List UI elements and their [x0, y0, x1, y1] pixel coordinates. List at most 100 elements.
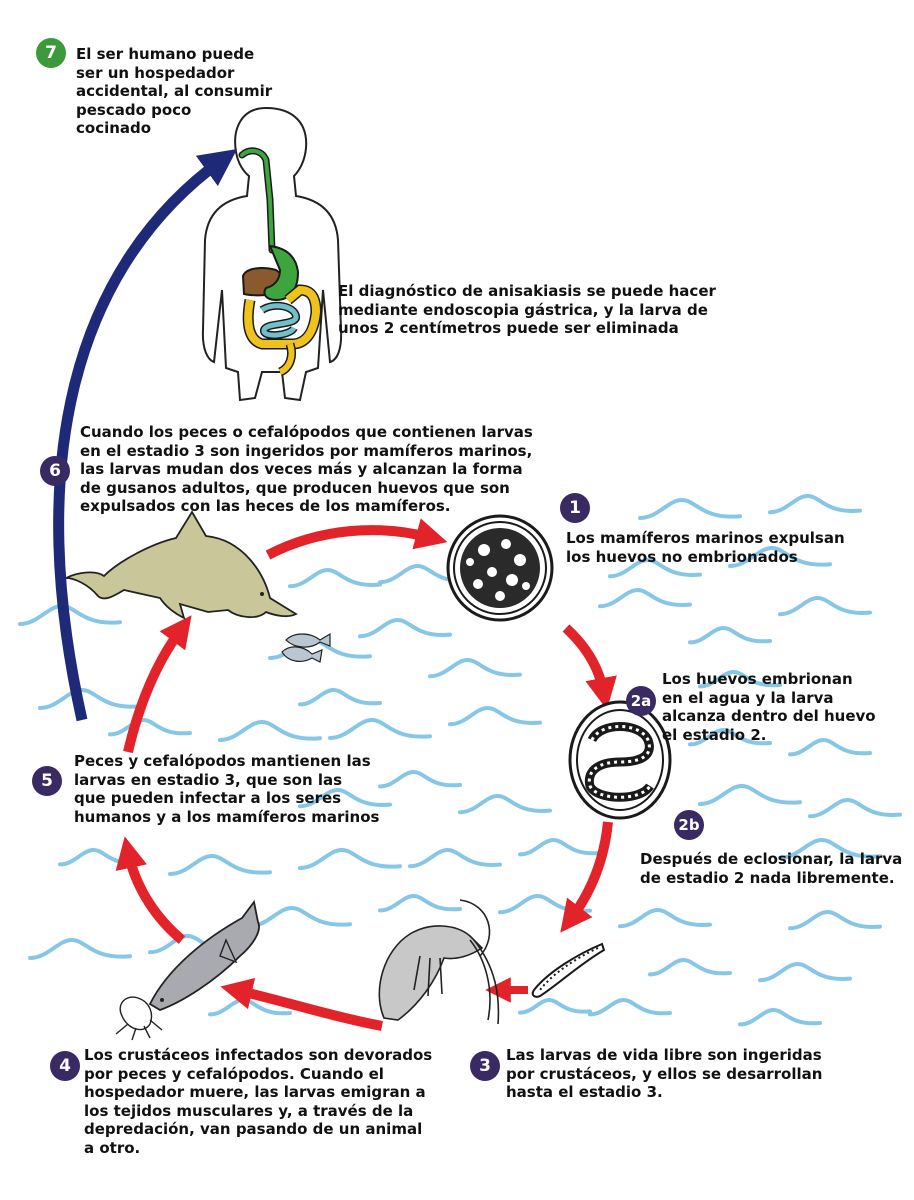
step-1-line: Los mamíferos marinos expulsan: [566, 529, 845, 547]
step-2b-line: de estadio 2 nada libremente.: [640, 868, 895, 887]
step-4-line: los tejidos musculares y, a través de la: [84, 1101, 414, 1120]
water-wave: [728, 545, 832, 568]
arrow-6-to-1: [265, 518, 448, 560]
arrow-1-to-2a: [562, 624, 617, 710]
water-wave: [168, 853, 272, 876]
water-wave: [768, 493, 862, 515]
water-wave: [428, 657, 522, 679]
water-waves: [18, 493, 902, 1027]
step-7-line: cocinado: [76, 119, 152, 137]
step-4-badge: 4: [50, 1051, 80, 1081]
water-wave: [358, 617, 452, 639]
step-7-line: accidental, al consumir: [76, 82, 273, 100]
water-wave: [788, 737, 872, 757]
step-2a-line: Los huevos embrionan: [662, 670, 853, 688]
water-wave: [288, 567, 382, 589]
water-wave: [298, 847, 402, 870]
water-wave: [108, 717, 192, 737]
step-2b-badge: 2b: [674, 810, 704, 840]
small-fish-icon: [281, 632, 331, 663]
step-2a-line: el estadio 2.: [662, 725, 767, 744]
arrow-4-to-5: [115, 836, 186, 944]
step-2a-line: en el agua y la larva: [662, 688, 834, 707]
water-wave: [738, 1007, 822, 1027]
water-wave: [378, 769, 462, 789]
step-7-line: El ser humano puede: [76, 45, 255, 63]
step-3-line: por crustáceos, y ellos se desarrollan: [506, 1064, 823, 1083]
step-5-line: larvas en estadio 3, que son las: [74, 770, 343, 789]
step-6-line: Cuando los peces o cefalópodos que conti…: [80, 423, 533, 441]
step-5-line: que pueden infectar a los seres: [74, 789, 342, 807]
step-1-text: Los mamíferos marinos expulsan los huevo…: [566, 529, 845, 566]
water-wave: [618, 907, 712, 929]
diagnosis-line: unos 2 centímetros puede ser eliminada: [338, 319, 679, 337]
step-3-text: Las larvas de vida libre son ingeridas p…: [506, 1046, 822, 1102]
water-wave: [688, 625, 772, 645]
free-larva-icon: [531, 942, 606, 998]
step-4-line: Los crustáceos infectados son devorados: [84, 1046, 433, 1064]
embryonated-egg-icon: [568, 700, 672, 820]
water-wave: [378, 563, 472, 585]
step-6-line: las larvas mudan dos veces más y alcanza…: [80, 460, 523, 478]
water-wave: [448, 705, 542, 727]
water-wave: [808, 797, 902, 819]
water-wave: [38, 687, 142, 710]
step-4-line: a otro.: [84, 1138, 141, 1157]
water-wave: [518, 837, 602, 857]
step-4-text: Los crustáceos infectados son devorados …: [84, 1046, 432, 1157]
step-6-text: Cuando los peces o cefalópodos que conti…: [80, 423, 533, 516]
fish-icon: [148, 899, 260, 1011]
step-6-line: de gusanos adultos, que producen huevos …: [80, 478, 510, 497]
water-wave: [598, 587, 692, 609]
water-wave: [778, 837, 882, 860]
dolphin-icon: [65, 510, 298, 620]
step-7-line: pescado poco: [76, 100, 192, 119]
step-3-line: hasta el estadio 3.: [506, 1083, 663, 1101]
step-2a-badge: 2a: [626, 686, 656, 716]
water-wave: [698, 783, 802, 806]
water-wave: [588, 997, 672, 1017]
step-3-badge: 3: [470, 1051, 500, 1081]
step-7-line: ser un hospedador: [76, 63, 235, 82]
crustacean-icon: [378, 899, 500, 1025]
water-wave: [688, 727, 772, 747]
step-1-line: los huevos no embrionados: [566, 547, 798, 566]
step-2a-line: alcanza dentro del huevo: [662, 707, 876, 725]
step-4-line: hospedador muere, las larvas emigran a: [84, 1083, 426, 1101]
water-wave: [458, 793, 552, 815]
human-figure-icon: [201, 106, 343, 402]
water-wave: [788, 909, 882, 931]
water-wave: [778, 595, 872, 617]
water-wave: [298, 687, 382, 707]
step-1-badge: 1: [560, 493, 590, 523]
water-wave: [648, 957, 732, 977]
water-wave: [638, 497, 742, 520]
water-wave: [28, 937, 132, 960]
step-2b-text: Después de eclosionar, la larva de estad…: [640, 850, 902, 887]
step-5-badge: 5: [32, 766, 62, 796]
water-wave: [328, 717, 432, 740]
step-5-text: Peces y cefalópodos mantienen las larvas…: [74, 752, 379, 826]
step-5-line: Peces y cefalópodos mantienen las: [74, 752, 371, 770]
step-4-line: por peces y cefalópodos. Cuando el: [84, 1064, 384, 1083]
diagnosis-line: El diagnóstico de anisakiasis se puede h…: [338, 282, 716, 300]
step-3-line: Las larvas de vida libre son ingeridas: [506, 1046, 822, 1064]
water-wave: [518, 997, 592, 1015]
step-4-line: depredación, van pasando de un animal: [84, 1120, 423, 1138]
unembryonated-egg-icon: [446, 514, 554, 622]
water-wave: [408, 847, 502, 869]
water-wave: [218, 719, 322, 742]
arrow-to-human: [53, 149, 238, 722]
step-6-line: expulsados con las heces de los mamífero…: [80, 497, 451, 515]
step-7-text: El ser humano puede ser un hospedador ac…: [76, 45, 272, 138]
arrow-3-to-4: [220, 977, 383, 1031]
step-6-badge: 6: [40, 456, 70, 486]
diagnosis-text: El diagnóstico de anisakiasis se puede h…: [338, 282, 716, 338]
digestive-system-icon: [238, 147, 322, 377]
squid-icon: [115, 996, 163, 1041]
step-7-badge: 7: [36, 38, 66, 68]
water-wave: [758, 961, 852, 983]
water-wave: [608, 557, 702, 579]
step-2b-line: Después de eclosionar, la larva: [640, 850, 903, 868]
